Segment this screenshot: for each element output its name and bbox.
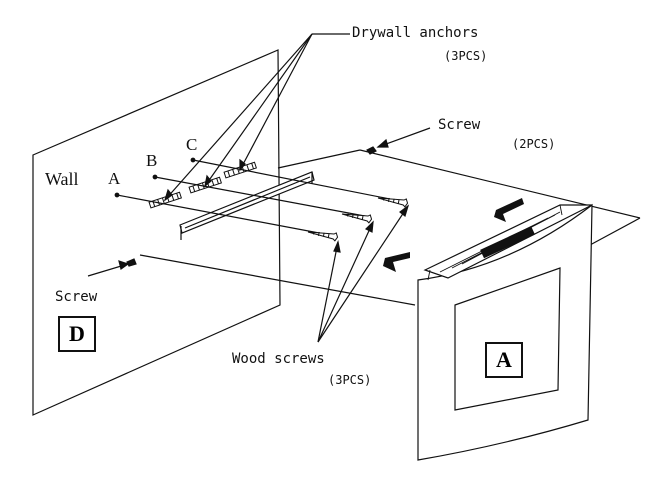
wall-panel <box>32 49 281 416</box>
wood-screws-qty: (3PCS) <box>328 373 372 387</box>
small-screw-top <box>366 146 377 155</box>
plane-line-upper <box>359 149 641 219</box>
point-b-label: B <box>146 151 158 170</box>
screw-top-label: Screw <box>438 117 481 133</box>
drywall-anchors-leaders <box>163 33 350 202</box>
drywall-anchors-qty: (3PCS) <box>444 49 488 63</box>
part-d-box: D <box>58 316 96 352</box>
point-a-label: A <box>108 169 121 188</box>
mount-arrows <box>383 198 524 272</box>
screw-top-leader <box>376 127 431 148</box>
wall-label: Wall <box>45 169 79 189</box>
screw-left-label: Screw <box>55 289 98 305</box>
small-screw-left <box>126 258 137 267</box>
plane-line-upper-left <box>277 149 361 169</box>
wood-screws-leaders <box>317 204 410 343</box>
wood-screws <box>307 197 409 242</box>
screw-top-qty: (2PCS) <box>512 137 556 151</box>
part-a-box: A <box>485 342 523 378</box>
screw-left-leader <box>87 260 130 277</box>
fireplace-unit <box>417 203 593 461</box>
wood-screws-label: Wood screws <box>232 351 325 367</box>
plane-line-lower <box>139 254 416 306</box>
drywall-anchors-label: Drywall anchors <box>352 25 479 41</box>
plane-line-lower-right <box>589 217 641 246</box>
point-c-label: C <box>186 135 198 154</box>
